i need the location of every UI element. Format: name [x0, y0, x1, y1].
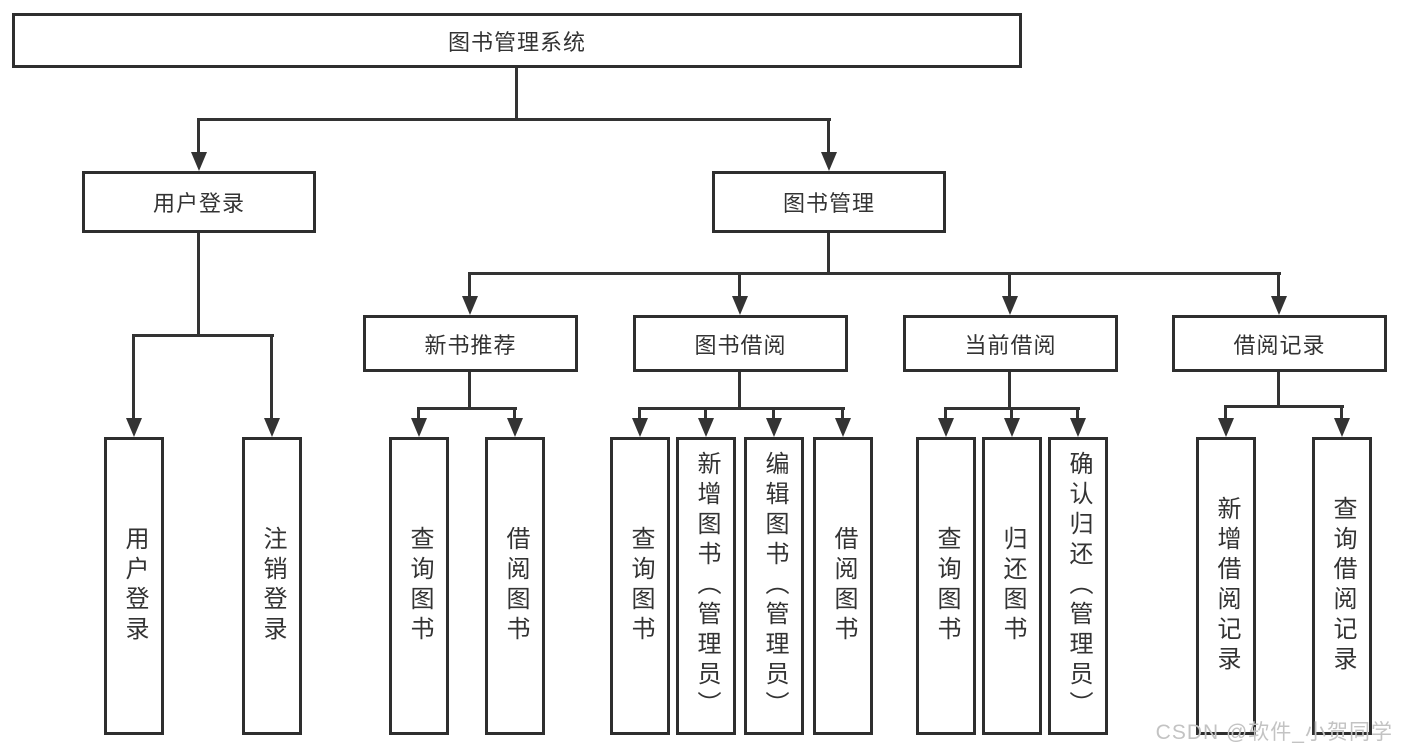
arrow-down-icon — [698, 418, 714, 437]
node-current-borrow: 当前借阅 — [903, 315, 1118, 372]
node-label: 图书管理系统 — [447, 29, 586, 55]
leaf-label: 查询图书 — [933, 526, 960, 646]
leaf-return-book: 归还图书 — [982, 437, 1042, 735]
leaf-label: 新增图书（管理员） — [693, 451, 720, 721]
connector-current-borrow-stem — [1008, 372, 1011, 410]
node-new-book-recommend: 新书推荐 — [363, 315, 578, 372]
csdn-watermark: CSDN @软件_小贺同学 — [1155, 721, 1393, 744]
arrow-down-icon — [632, 418, 648, 437]
leaf-edit-book-admin: 编辑图书（管理员） — [744, 437, 804, 735]
connector-root-stem — [515, 68, 518, 120]
leaf-query-books-borrow: 查询图书 — [610, 437, 670, 735]
arrow-down-icon — [1271, 296, 1287, 315]
connector-to-leaf-user-login — [132, 334, 135, 420]
arrow-down-icon — [821, 152, 837, 171]
connector-leaf-stub — [704, 407, 707, 421]
arrow-down-icon — [938, 418, 954, 437]
arrow-down-icon — [1004, 418, 1020, 437]
leaf-label: 新增借阅记录 — [1213, 496, 1240, 676]
connector-borrow-records-crossbar — [1224, 405, 1344, 408]
connector-book-borrow-crossbar — [638, 407, 845, 410]
connector-to-leaf-logout — [270, 334, 273, 420]
connector-leaf-stub — [841, 407, 844, 421]
leaf-add-book-admin: 新增图书（管理员） — [676, 437, 736, 735]
node-label: 当前借阅 — [964, 332, 1057, 358]
connector-leaf-stub — [1224, 405, 1227, 421]
node-borrow-records: 借阅记录 — [1172, 315, 1387, 372]
leaf-borrow-books-recommend: 借阅图书 — [485, 437, 545, 735]
leaf-query-books-recommend: 查询图书 — [389, 437, 449, 735]
connector-new-book-stem — [468, 372, 471, 410]
connector-leaf-stub — [1010, 407, 1013, 421]
connector-leaf-stub — [513, 407, 516, 421]
connector-book-management-stem — [827, 233, 830, 275]
connector-borrow-records-stem — [1277, 372, 1280, 408]
arrow-down-icon — [462, 296, 478, 315]
node-library-management-system: 图书管理系统 — [12, 13, 1022, 68]
arrow-down-icon — [1002, 296, 1018, 315]
leaf-label: 归还图书 — [999, 526, 1026, 646]
connector-to-book-borrow — [738, 272, 741, 300]
arrow-down-icon — [1218, 418, 1234, 437]
node-label: 借阅记录 — [1233, 332, 1326, 358]
leaf-label: 用户登录 — [121, 526, 148, 646]
connector-to-book-management — [827, 118, 830, 158]
connector-leaf-stub — [417, 407, 420, 421]
node-book-borrow: 图书借阅 — [633, 315, 848, 372]
connector-leaf-stub — [638, 407, 641, 421]
leaf-user-login: 用户登录 — [104, 437, 164, 735]
leaf-label: 借阅图书 — [502, 526, 529, 646]
leaf-label: 确认归还（管理员） — [1065, 451, 1092, 721]
node-label: 图书借阅 — [694, 332, 787, 358]
node-label: 用户登录 — [152, 191, 245, 216]
node-book-management: 图书管理 — [712, 171, 946, 233]
leaf-add-borrow-record: 新增借阅记录 — [1196, 437, 1256, 735]
arrow-down-icon — [1334, 418, 1350, 437]
leaf-label: 查询图书 — [627, 526, 654, 646]
connector-to-user-login — [197, 118, 200, 158]
node-label: 新书推荐 — [424, 332, 517, 358]
connector-leaf-stub — [772, 407, 775, 421]
connector-leaf-stub — [944, 407, 947, 421]
connector-to-new-book-recommend — [468, 272, 471, 300]
arrow-down-icon — [1070, 418, 1086, 437]
connector-user-login-stem — [197, 233, 200, 337]
leaf-label: 借阅图书 — [830, 526, 857, 646]
leaf-label: 查询图书 — [406, 526, 433, 646]
node-user-login: 用户登录 — [82, 171, 316, 233]
leaf-label: 注销登录 — [259, 526, 286, 646]
connector-to-borrow-records — [1277, 272, 1280, 300]
connector-root-crossbar — [197, 118, 831, 121]
connector-to-current-borrow — [1008, 272, 1011, 300]
connector-book-management-crossbar — [469, 272, 1281, 275]
arrow-down-icon — [126, 418, 142, 437]
connector-new-book-crossbar — [417, 407, 517, 410]
arrow-down-icon — [507, 418, 523, 437]
arrow-down-icon — [264, 418, 280, 437]
connector-user-login-crossbar — [132, 334, 274, 337]
leaf-confirm-return-admin: 确认归还（管理员） — [1048, 437, 1108, 735]
connector-leaf-stub — [1076, 407, 1079, 421]
leaf-borrow-books: 借阅图书 — [813, 437, 873, 735]
leaf-query-books-current: 查询图书 — [916, 437, 976, 735]
arrow-down-icon — [766, 418, 782, 437]
leaf-label: 编辑图书（管理员） — [761, 451, 788, 721]
arrow-down-icon — [411, 418, 427, 437]
leaf-query-borrow-record: 查询借阅记录 — [1312, 437, 1372, 735]
leaf-label: 查询借阅记录 — [1329, 496, 1356, 676]
connector-book-borrow-stem — [738, 372, 741, 410]
arrow-down-icon — [835, 418, 851, 437]
node-label: 图书管理 — [782, 191, 875, 216]
connector-leaf-stub — [1340, 405, 1343, 421]
leaf-logout: 注销登录 — [242, 437, 302, 735]
arrow-down-icon — [732, 296, 748, 315]
arrow-down-icon — [191, 152, 207, 171]
